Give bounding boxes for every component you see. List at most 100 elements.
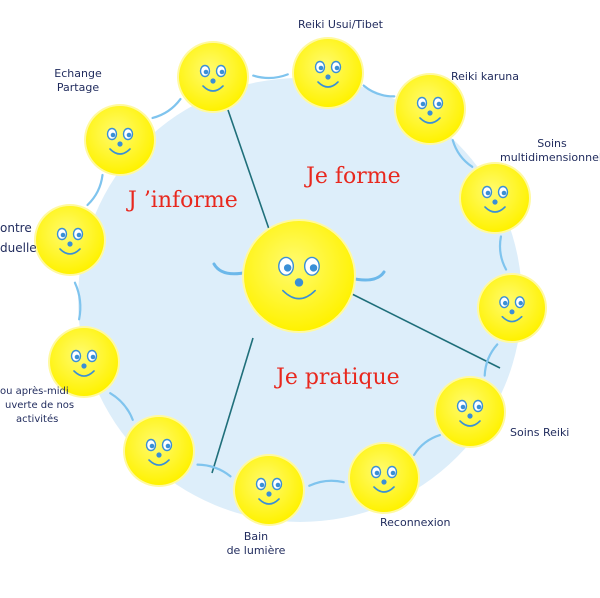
sun-nose bbox=[266, 491, 272, 497]
sun-smile bbox=[202, 85, 224, 92]
sun-body bbox=[350, 444, 418, 512]
sun-nose bbox=[427, 110, 433, 116]
sun-body bbox=[36, 206, 104, 274]
label-echange-line1: Echange bbox=[54, 67, 102, 80]
sun-center bbox=[212, 219, 386, 333]
label-bain: Bain de lumière bbox=[214, 530, 298, 558]
sun-smile bbox=[317, 81, 339, 88]
sun-pupil bbox=[420, 101, 426, 107]
sun-smile bbox=[258, 498, 280, 505]
sun-pupil bbox=[203, 69, 209, 75]
sun-body bbox=[436, 378, 504, 446]
sun-link bbox=[252, 73, 289, 80]
sun-nose bbox=[381, 479, 387, 485]
sun-bain bbox=[233, 454, 305, 526]
sun-pupil bbox=[501, 190, 507, 196]
sun-body bbox=[294, 39, 362, 107]
sun-reiki-karuna bbox=[394, 73, 466, 145]
sun-pupil bbox=[74, 354, 80, 360]
sun-pupil bbox=[390, 470, 396, 476]
sun-body bbox=[179, 43, 247, 111]
sun-nose bbox=[210, 78, 216, 84]
sun-smile bbox=[148, 459, 170, 466]
sun-pupil bbox=[318, 65, 324, 71]
sun-pupil bbox=[460, 404, 466, 410]
sun-link bbox=[73, 281, 82, 321]
sun-pupil bbox=[476, 404, 482, 410]
sun-pupil bbox=[502, 300, 508, 306]
label-reiki-karuna: Reiki karuna bbox=[451, 70, 520, 83]
sun-pupil bbox=[518, 300, 523, 306]
sun-body bbox=[479, 275, 545, 341]
sun-link bbox=[362, 84, 396, 98]
sun-pupil bbox=[275, 482, 281, 488]
sun-links bbox=[73, 73, 508, 487]
sun-reconnexion bbox=[348, 442, 420, 514]
sun-link bbox=[196, 463, 232, 478]
label-soins-multi-line1: Soins bbox=[537, 137, 567, 150]
sun-pupil bbox=[334, 65, 340, 71]
sun-link bbox=[498, 235, 508, 271]
label-soins-multi-line2: multidimensionnels bbox=[500, 151, 600, 164]
sun-smile bbox=[59, 248, 81, 255]
label-reiki-usui: Reiki Usui/Tibet bbox=[298, 18, 383, 31]
sun-pupil bbox=[309, 264, 318, 272]
sun-pupil bbox=[219, 69, 225, 75]
sun-pupil bbox=[436, 101, 442, 107]
label-bain-line1: Bain bbox=[243, 530, 269, 543]
label-echange-line2: Partage bbox=[56, 81, 100, 94]
divider-line-top bbox=[227, 109, 271, 233]
sun-rencontre bbox=[34, 204, 106, 276]
sun-smile bbox=[459, 420, 481, 427]
sun-pupil bbox=[60, 232, 66, 238]
sun-nose bbox=[509, 309, 515, 315]
sun-nose bbox=[492, 199, 498, 205]
sun-pupil bbox=[283, 264, 292, 272]
sun-smile bbox=[373, 486, 395, 493]
section-inform-title: J ’informe bbox=[128, 188, 238, 213]
divider-line-right bbox=[347, 291, 501, 369]
sun-pupil bbox=[90, 354, 96, 360]
sun-link bbox=[451, 139, 474, 168]
sun-smile bbox=[73, 370, 95, 377]
sun-link bbox=[308, 479, 345, 487]
sun-nose bbox=[467, 413, 473, 419]
label-soins-multi: Soins multidimensionnels bbox=[500, 137, 600, 165]
sun-nose bbox=[81, 363, 87, 369]
divider-lines bbox=[211, 109, 501, 474]
sun-lower-left bbox=[123, 415, 195, 487]
sun-body bbox=[396, 75, 464, 143]
sun-link bbox=[483, 343, 499, 377]
sun-pupil bbox=[126, 132, 132, 138]
sun-body bbox=[235, 456, 303, 524]
sun-body bbox=[86, 106, 154, 174]
section-form-title: Je forme bbox=[306, 164, 401, 189]
sun-nose bbox=[294, 278, 304, 287]
label-apres-midi-line1: ou après-midi bbox=[0, 386, 69, 397]
label-reconnexion: Reconnexion bbox=[380, 516, 451, 529]
sun-body bbox=[50, 328, 118, 396]
sun-smile bbox=[282, 289, 316, 300]
label-echange: Echange Partage bbox=[48, 67, 108, 95]
sun-smile bbox=[109, 148, 131, 155]
sun-link bbox=[109, 392, 134, 421]
label-apres-midi-line2: uverte de nos bbox=[5, 400, 75, 411]
sun-pupil bbox=[485, 190, 491, 196]
sun-pupil bbox=[110, 132, 116, 138]
sun-smile bbox=[501, 315, 523, 323]
label-rencontre-line1: ontre bbox=[0, 221, 32, 235]
sun-body bbox=[461, 164, 529, 232]
sun-body bbox=[244, 221, 354, 331]
sun-reiki-usui bbox=[292, 37, 364, 109]
sun-pupil bbox=[259, 482, 265, 488]
label-apres-midi-line3: activités bbox=[16, 414, 59, 425]
sun-right bbox=[477, 273, 547, 343]
sun-echange bbox=[84, 104, 156, 176]
label-apres-midi: ou après-midi uverte de nos activités bbox=[0, 385, 74, 427]
sun-nose bbox=[67, 241, 73, 247]
sun-smile bbox=[484, 206, 506, 213]
label-rencontre-line2: duelle bbox=[0, 241, 37, 255]
label-bain-line2: de lumière bbox=[226, 544, 286, 557]
sun-nose bbox=[156, 452, 162, 458]
